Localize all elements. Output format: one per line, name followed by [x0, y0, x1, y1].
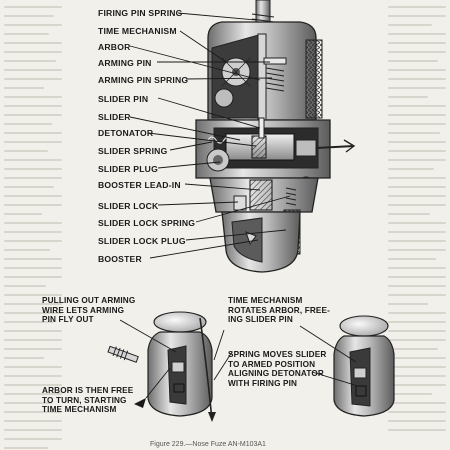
caption-arbor-free: ARBOR IS THEN FREE TO TURN, STARTING TIM…	[42, 386, 134, 415]
label-arming-pin-spring: ARMING PIN SPRING	[98, 75, 189, 85]
background-text-left	[4, 0, 62, 450]
label-slider: SLIDER	[98, 112, 131, 122]
fuze-armed-right	[299, 315, 395, 417]
label-slider-spring: SLIDER SPRING	[98, 146, 168, 156]
label-arming-pin: ARMING PIN	[98, 58, 152, 68]
caption-spring-moves: SPRING MOVES SLIDER TO ARMED POSITION AL…	[228, 350, 327, 388]
label-slider-lock-spring: SLIDER LOCK SPRING	[98, 218, 196, 228]
leader-lines	[129, 12, 291, 259]
fuze-cutaway	[195, 0, 356, 273]
caption-time-rotates: TIME MECHANISM ROTATES ARBOR, FREE- ING …	[228, 296, 331, 325]
label-booster-lead-in: BOOSTER LEAD-IN	[98, 180, 181, 190]
background-text-right	[388, 0, 446, 450]
label-time-mechanism: TIME MECHANISM	[98, 26, 177, 36]
label-slider-lock: SLIDER LOCK	[98, 201, 159, 211]
caption-arming-wire: PULLING OUT ARMING WIRE LETS ARMING PIN …	[42, 296, 136, 325]
label-detonator: DETONATOR	[98, 128, 154, 138]
lower-leader-lines	[213, 329, 233, 381]
label-firing-pin-spring: FIRING PIN SPRING	[98, 8, 183, 18]
label-slider-pin: SLIDER PIN	[98, 94, 149, 104]
label-slider-plug: SLIDER PLUG	[98, 164, 158, 174]
fuze-armed-left	[107, 311, 216, 422]
figure-caption: Figure 229.—Nose Fuze AN-M103A1	[150, 441, 266, 448]
label-booster: BOOSTER	[98, 254, 142, 264]
label-arbor: ARBOR	[98, 42, 131, 52]
label-slider-lock-plug: SLIDER LOCK PLUG	[98, 236, 186, 246]
